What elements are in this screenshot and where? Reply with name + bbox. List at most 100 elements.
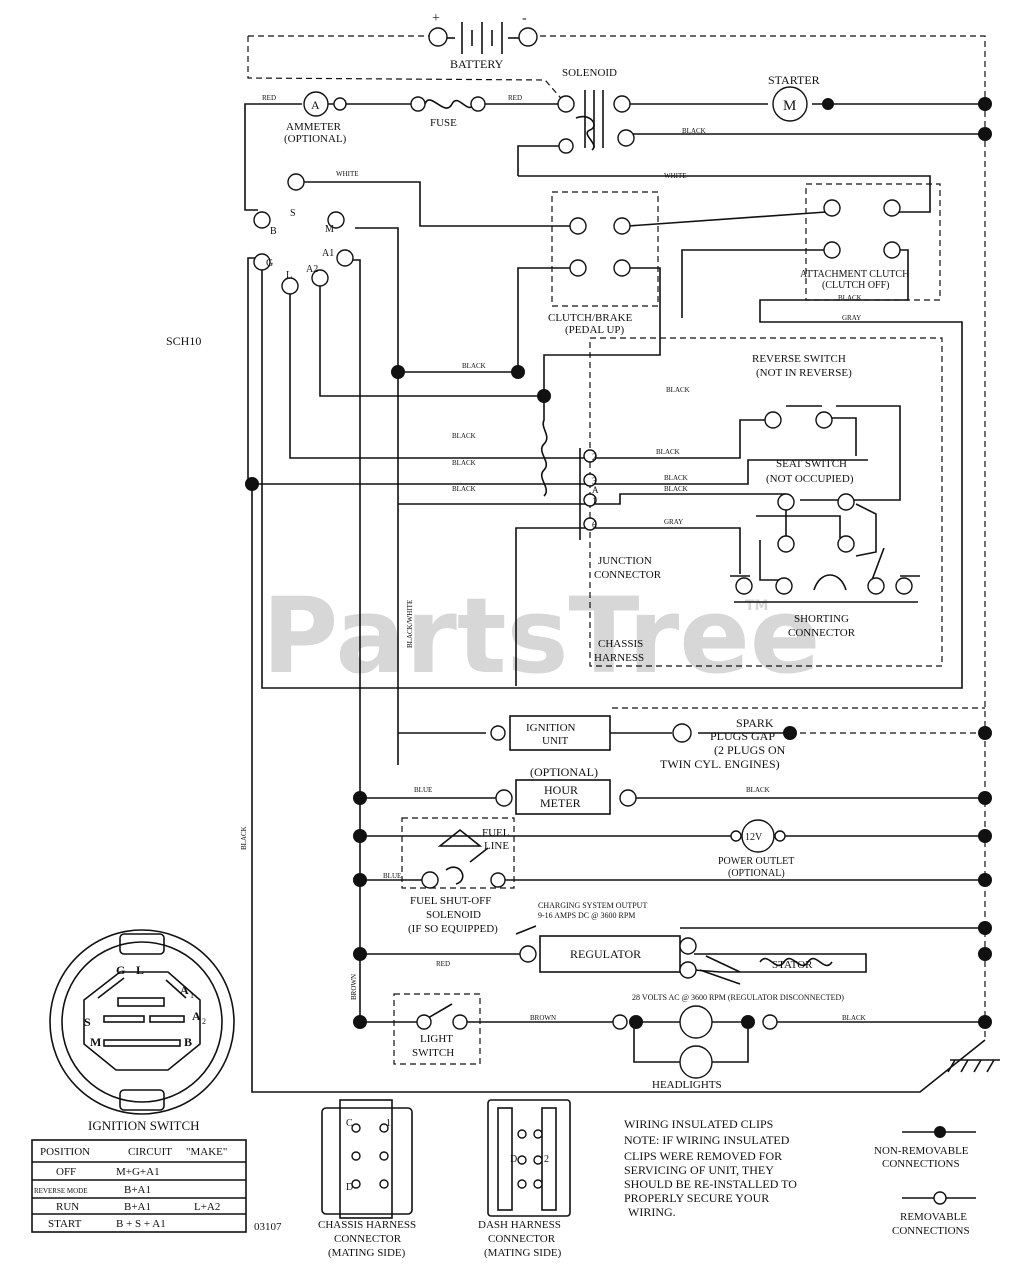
battery-label: BATTERY bbox=[450, 57, 504, 71]
starter-motor-symbol bbox=[772, 86, 808, 122]
reverse-switch-sub-label: (NOT IN REVERSE) bbox=[756, 367, 852, 379]
spark-plugs-label: PLUGS GAP bbox=[710, 729, 775, 743]
wire-label: BROWN bbox=[530, 1014, 556, 1022]
switch-face-s: S bbox=[84, 1015, 91, 1029]
wire-label: BLACK bbox=[664, 485, 688, 493]
table-cell: B+A1 bbox=[124, 1201, 151, 1213]
shorting-connector-label: CONNECTOR bbox=[788, 627, 856, 639]
chassis-harness-label: CHASSIS bbox=[598, 638, 643, 650]
switch-face-a2-sub: 2 bbox=[202, 1017, 206, 1026]
ammeter-optional-label: (OPTIONAL) bbox=[284, 133, 347, 145]
legend-non-removable: NON-REMOVABLE bbox=[874, 1145, 969, 1157]
chassis-connector: C 1 D CHASSIS HARNESS CONNECTOR (MATING … bbox=[318, 1099, 416, 1259]
component-labels: + - BATTERY SOLENOID STARTER M A AMMETER… bbox=[166, 11, 909, 1091]
attachment-clutch-label: ATTACHMENT CLUTCH bbox=[800, 269, 909, 280]
watermark: PartsTree bbox=[262, 575, 820, 697]
chassis-connector-caption: CHASSIS HARNESS bbox=[318, 1219, 416, 1231]
switch-face-l: L bbox=[136, 963, 144, 977]
dash-connector-caption: CONNECTOR bbox=[488, 1233, 556, 1245]
fuel-line-label: LINE bbox=[484, 840, 509, 852]
wire-label: BLACK/WHITE bbox=[406, 600, 414, 648]
terminal-m: M bbox=[325, 224, 334, 235]
wire-label: WHITE bbox=[336, 170, 359, 178]
wiring bbox=[244, 22, 1000, 1093]
non-removable-symbol bbox=[934, 1126, 946, 1138]
ignition-switch-title: IGNITION SWITCH bbox=[88, 1118, 200, 1133]
wire-labels: RED RED WHITE WHITE BLACK BLACK GRAY BLA… bbox=[240, 94, 866, 1022]
table-cell: B+A1 bbox=[124, 1184, 151, 1196]
wire-label: BLACK bbox=[452, 432, 476, 440]
shorting-connector-label: SHORTING bbox=[794, 613, 849, 625]
note-title: WIRING INSULATED CLIPS bbox=[624, 1117, 773, 1131]
connector-pin: C bbox=[346, 1118, 353, 1129]
stator-volts-label: 28 VOLTS AC @ 3600 RPM (REGULATOR DISCON… bbox=[632, 993, 844, 1002]
headlights-label: HEADLIGHTS bbox=[652, 1079, 722, 1091]
table-header: POSITION bbox=[40, 1146, 90, 1158]
clutch-brake-label: CLUTCH/BRAKE bbox=[548, 312, 633, 324]
removable-symbol bbox=[933, 1191, 947, 1205]
legend-non-removable: CONNECTIONS bbox=[882, 1158, 960, 1170]
wire-label: BLACK bbox=[462, 362, 486, 370]
wire-label: BLACK bbox=[838, 294, 862, 302]
table-cell: L+A2 bbox=[194, 1201, 220, 1213]
starter-label: STARTER bbox=[768, 73, 820, 87]
light-switch-label: SWITCH bbox=[412, 1047, 454, 1059]
fuel-shutoff-label: (IF SO EQUIPPED) bbox=[408, 923, 498, 935]
fuse-label: FUSE bbox=[430, 117, 457, 129]
ammeter-symbol bbox=[303, 91, 329, 117]
wire-label: BLACK bbox=[746, 786, 770, 794]
chassis-harness-label: HARNESS bbox=[594, 652, 644, 664]
wire-label: RED bbox=[262, 94, 276, 102]
wire-label: BLACK bbox=[656, 448, 680, 456]
regulator-label: REGULATOR bbox=[570, 947, 641, 961]
seat-switch-label: SEAT SWITCH bbox=[776, 458, 847, 470]
light-switch-label: LIGHT bbox=[420, 1033, 453, 1045]
switch-face-b: B bbox=[184, 1035, 192, 1049]
charging-output-label: CHARGING SYSTEM OUTPUT bbox=[538, 901, 647, 910]
table-cell: RUN bbox=[56, 1201, 79, 1213]
table-header: "MAKE" bbox=[186, 1146, 227, 1158]
note-line: SERVICING OF UNIT, THEY bbox=[624, 1163, 774, 1177]
legend-removable: REMOVABLE bbox=[900, 1211, 967, 1223]
wire-label: BROWN bbox=[350, 974, 358, 1000]
switch-face-a1-sub: 1 bbox=[190, 991, 194, 1000]
junction-pin: 2 bbox=[592, 452, 597, 462]
junction-pin: A bbox=[592, 485, 599, 495]
junction-pin: 3 bbox=[592, 476, 597, 486]
ammeter-a-label: A bbox=[311, 98, 320, 112]
note-line: NOTE: IF WIRING INSULATED bbox=[624, 1133, 790, 1147]
fuel-shutoff-label: SOLENOID bbox=[426, 909, 481, 921]
wire-label: BLACK bbox=[452, 459, 476, 467]
terminal-a2: A2 bbox=[306, 264, 318, 275]
junction-pin: 6 bbox=[592, 520, 597, 530]
table-cell: REVERSE MODE bbox=[34, 1187, 87, 1195]
model-label: SCH10 bbox=[166, 334, 201, 348]
diagram-code: 03107 bbox=[254, 1221, 282, 1233]
wire-label: BLACK bbox=[452, 485, 476, 493]
ignition-switch-face: G L A 1 A 2 S M B IGNITION SWITCH bbox=[49, 929, 235, 1133]
hour-meter-label: METER bbox=[540, 796, 581, 810]
dash-connector-caption: DASH HARNESS bbox=[478, 1219, 561, 1231]
terminal-s: S bbox=[290, 208, 296, 219]
ignition-unit-label: UNIT bbox=[542, 735, 569, 747]
switch-face-g: G bbox=[116, 963, 125, 977]
terminal-a1: A1 bbox=[322, 248, 334, 259]
power-outlet-label: (OPTIONAL) bbox=[728, 868, 785, 879]
terminal-l: L bbox=[286, 270, 292, 281]
connector-pin: D bbox=[510, 1154, 517, 1165]
wire-label: BLACK bbox=[682, 127, 706, 135]
fuel-line-label: FUEL bbox=[482, 827, 510, 839]
chassis-connector-caption: CONNECTOR bbox=[334, 1233, 402, 1245]
ignition-unit-label: IGNITION bbox=[526, 722, 576, 734]
wire-label: RED bbox=[436, 960, 450, 968]
spark-plugs-label: TWIN CYL. ENGINES) bbox=[660, 757, 780, 771]
clutch-brake-sub-label: (PEDAL UP) bbox=[565, 324, 625, 336]
legend-removable: CONNECTIONS bbox=[892, 1225, 970, 1237]
battery-plus-label: + bbox=[432, 11, 440, 26]
wire-label: GRAY bbox=[842, 314, 861, 322]
solenoid-label: SOLENOID bbox=[562, 67, 617, 79]
ignition-switch-table: POSITION CIRCUIT "MAKE" OFF M+G+A1 REVER… bbox=[31, 1139, 282, 1233]
junction-connector-label: CONNECTOR bbox=[594, 569, 662, 581]
